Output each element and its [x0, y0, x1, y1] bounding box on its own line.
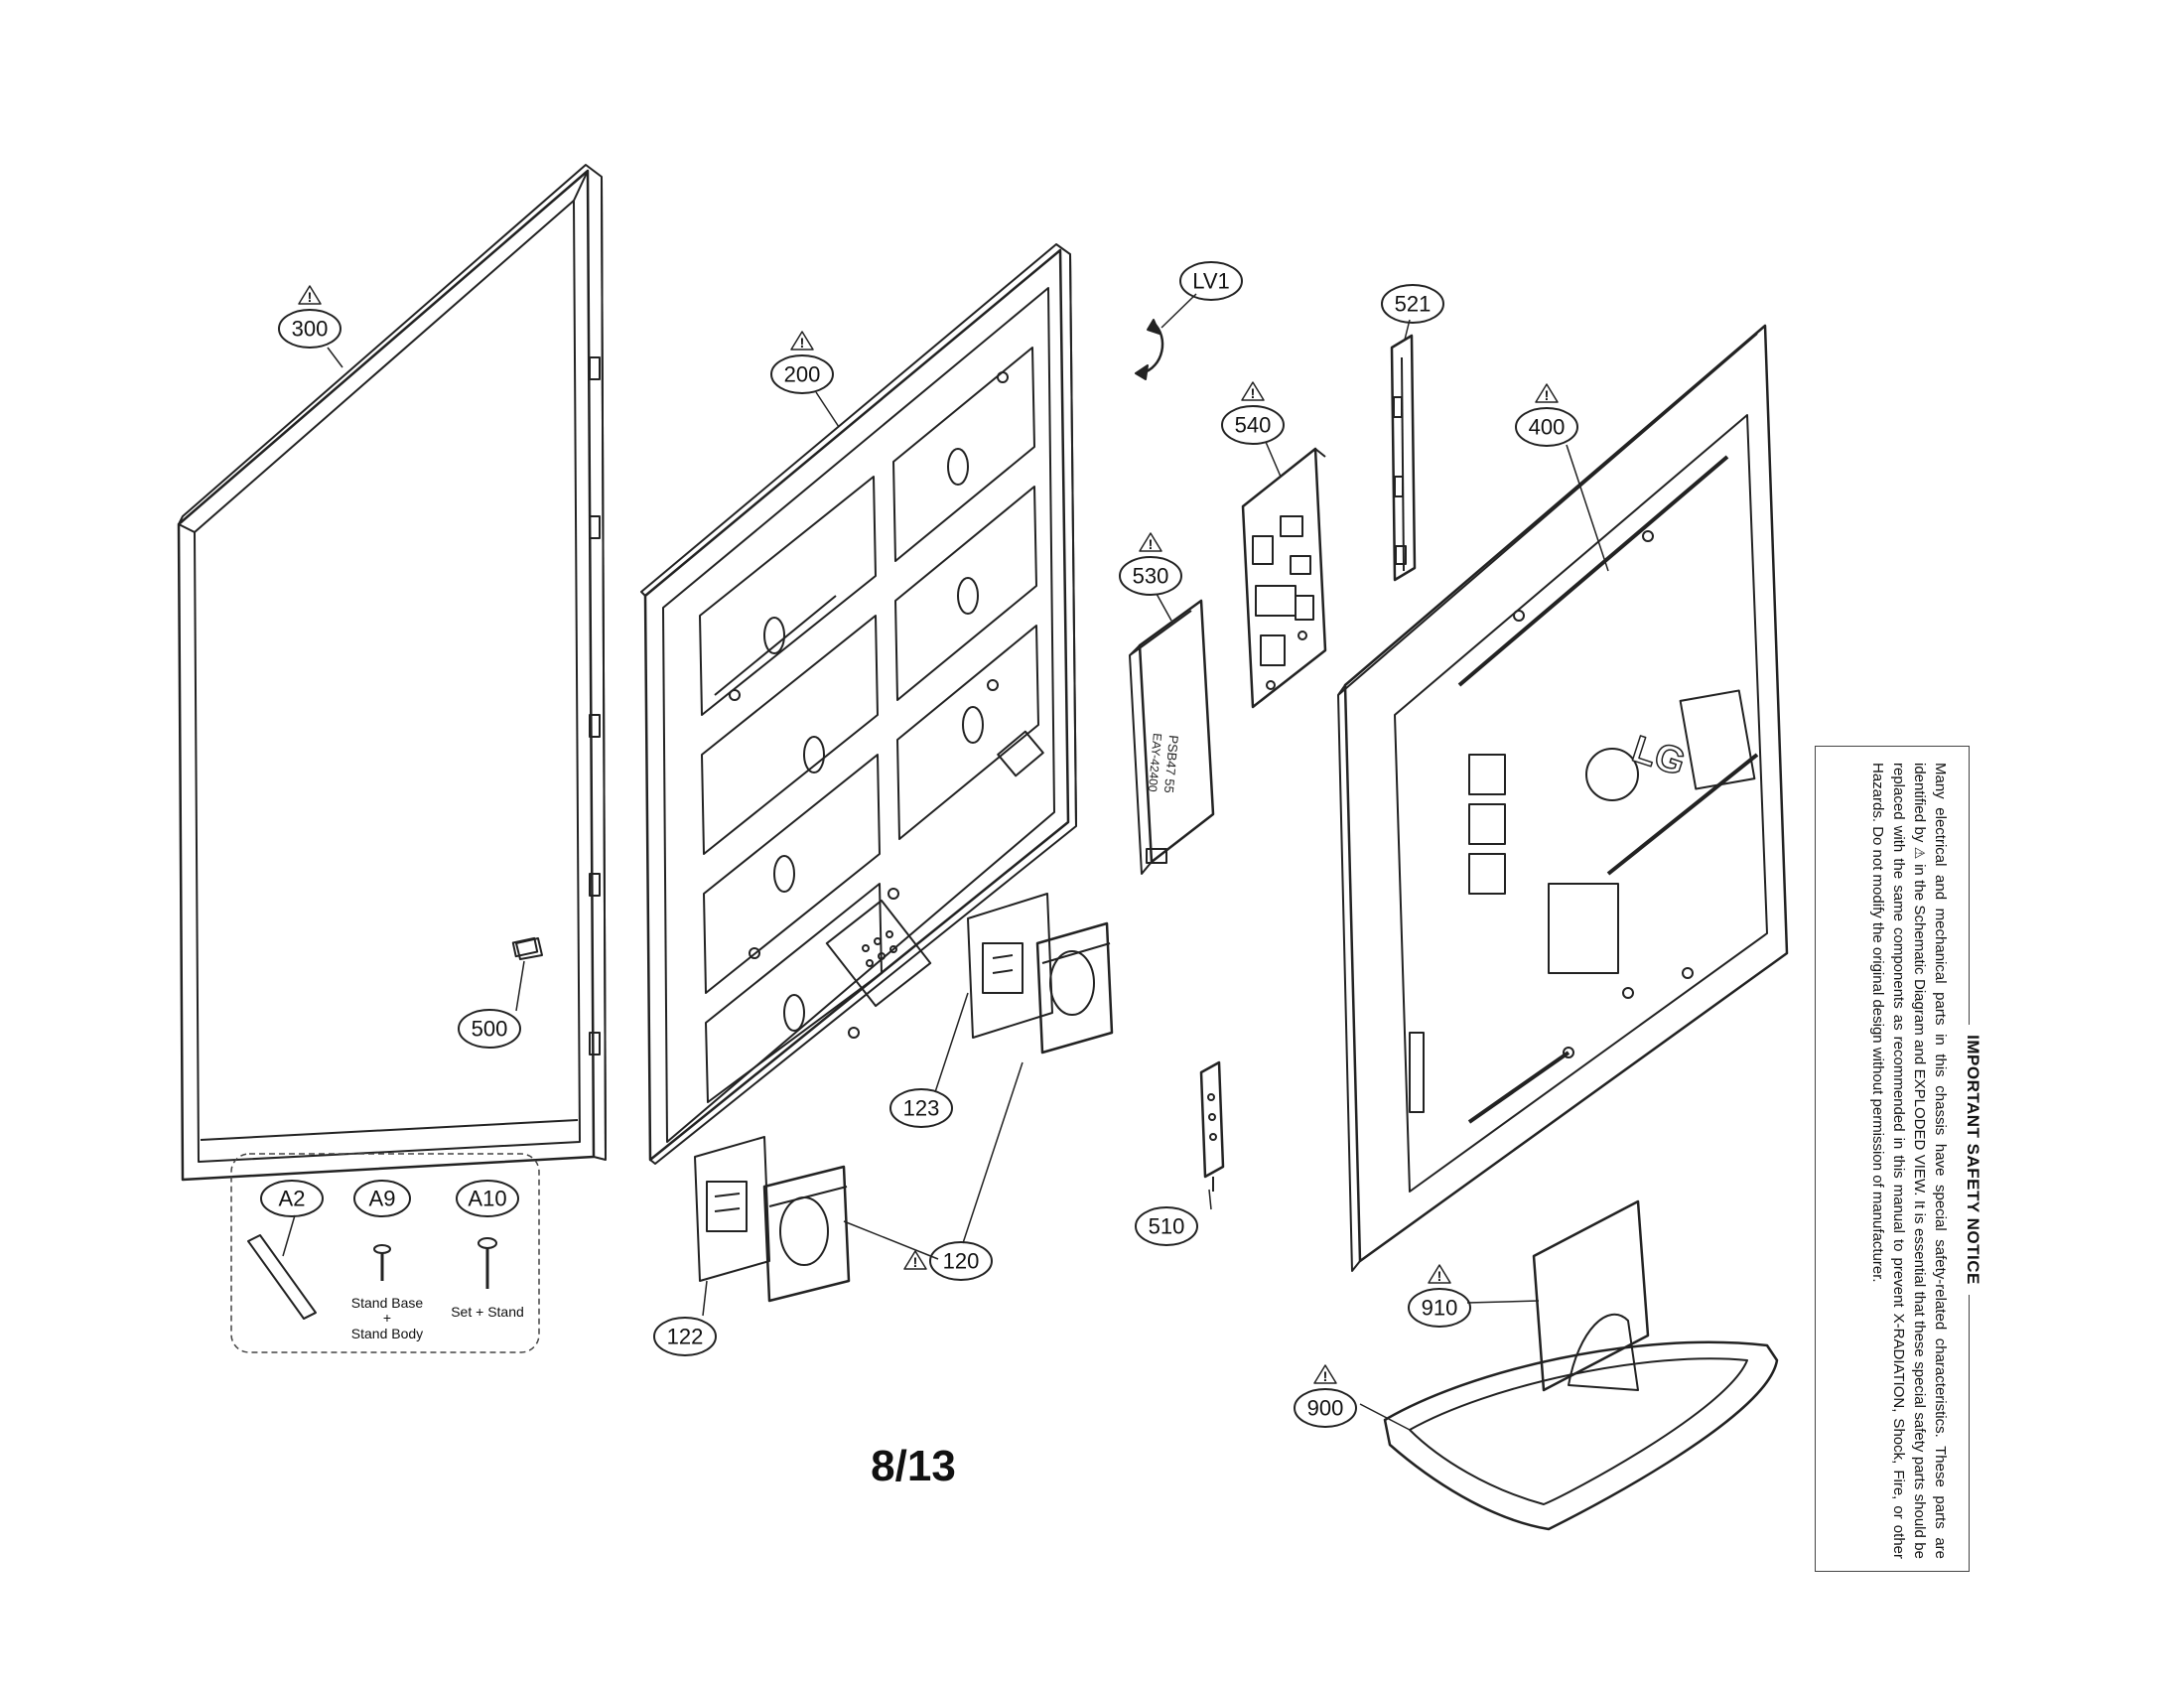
fastener-caption: Set + Stand — [451, 1304, 524, 1320]
a9-screw-drawing — [373, 1244, 391, 1281]
safety-notice-content: IMPORTANT SAFETY NOTICE Many electrical … — [1816, 747, 1982, 1573]
svg-text:!: ! — [1251, 385, 1256, 401]
part-label-lv1: LV1 — [1179, 261, 1243, 301]
part-label-910: 910 ! — [1408, 1264, 1471, 1328]
part-label-540: 540 ! — [1221, 381, 1285, 445]
lg-logo-text: LG — [1627, 729, 1690, 784]
stand-base-drawing — [1383, 1340, 1779, 1531]
jack-bracket-123-drawing — [967, 893, 1053, 1039]
part-label-120: 120 ! — [903, 1241, 993, 1281]
warning-triangle-icon — [298, 285, 322, 305]
part-label-900: 900 ! — [1294, 1364, 1357, 1428]
svg-text:!: ! — [308, 289, 313, 305]
part-label-400: 400 ! — [1515, 383, 1578, 447]
svg-text:530: 530 — [1133, 564, 1169, 589]
fastener-inset-box — [230, 1153, 540, 1353]
a10-screw-drawing — [478, 1237, 497, 1289]
part-label-200: 200 ! — [770, 331, 834, 394]
svg-text:910: 910 — [1422, 1296, 1458, 1321]
safety-notice-text: Many electrical and mechanical parts in … — [1869, 763, 1949, 1559]
fastener-caption: + — [383, 1310, 391, 1326]
leader-lines — [282, 293, 1609, 1431]
tcon-board-drawing — [1390, 334, 1417, 582]
part-label-500: 500 — [458, 1009, 521, 1049]
fastener-label-a10: A10 Set + Stand — [451, 1180, 524, 1320]
warning-triangle-icon — [903, 1250, 927, 1270]
ir-key-board-drawing — [1199, 1060, 1225, 1192]
safety-notice-title: IMPORTANT SAFETY NOTICE — [1963, 747, 1982, 1573]
part-label-123: 123 — [889, 1088, 953, 1128]
a2-part-drawing — [247, 1234, 317, 1320]
power-board-mark: PSB47 55 — [1161, 735, 1181, 794]
svg-text:540: 540 — [1235, 413, 1272, 438]
svg-text:A9: A9 — [369, 1187, 396, 1211]
part-label-521: 521 — [1381, 284, 1444, 324]
svg-text:!: ! — [1545, 387, 1550, 403]
speaker-left-drawing — [762, 1165, 851, 1303]
stand-body-drawing — [1532, 1199, 1650, 1392]
svg-text:300: 300 — [292, 317, 329, 342]
warning-triangle-icon — [1428, 1264, 1451, 1284]
svg-text:122: 122 — [667, 1325, 704, 1349]
svg-text:120: 120 — [943, 1249, 980, 1274]
warning-triangle-icon — [1241, 381, 1265, 401]
main-board-drawing — [1241, 447, 1327, 709]
lcd-module-drawing — [640, 243, 1077, 1165]
fastener-caption: Stand Body — [351, 1326, 423, 1341]
safety-notice-box: IMPORTANT SAFETY NOTICE Many electrical … — [1815, 746, 1982, 1573]
svg-text:A10: A10 — [468, 1187, 506, 1211]
svg-text:!: ! — [913, 1254, 918, 1270]
speaker-right-drawing — [1035, 921, 1114, 1055]
svg-text:521: 521 — [1395, 292, 1432, 317]
svg-text:123: 123 — [903, 1096, 940, 1121]
power-supply-board-drawing: PSB47 55 EAY-42400 — [1129, 599, 1215, 875]
front-bezel-frame-drawing — [177, 164, 607, 1182]
jack-bracket-122-drawing — [694, 1136, 770, 1282]
svg-text:!: ! — [1437, 1268, 1442, 1284]
fastener-caption: Stand Base — [351, 1295, 424, 1311]
warning-triangle-icon — [1313, 1364, 1337, 1384]
part-label-530: 530 ! — [1119, 532, 1182, 596]
svg-text:!: ! — [1149, 536, 1154, 552]
part-label-122: 122 — [653, 1317, 717, 1356]
fastener-label-a9: A9 Stand Base + Stand Body — [351, 1180, 424, 1341]
fastener-label-a2: A2 — [260, 1180, 324, 1217]
svg-text:A2: A2 — [279, 1187, 306, 1211]
svg-text:LV1: LV1 — [1192, 269, 1230, 294]
back-cover-drawing: LG — [1337, 324, 1789, 1272]
warning-triangle-icon — [1535, 383, 1559, 403]
part-label-300: 300 ! — [278, 285, 341, 349]
warning-triangle-icon — [1139, 532, 1162, 552]
svg-text:!: ! — [800, 335, 805, 351]
page-number: 8/13 — [871, 1442, 956, 1490]
warning-triangle-icon: ⚠ — [1912, 846, 1928, 860]
power-board-model-mark: EAY-42400 — [1146, 733, 1164, 793]
svg-text:900: 900 — [1307, 1396, 1344, 1421]
svg-text:500: 500 — [472, 1017, 508, 1042]
svg-text:400: 400 — [1529, 415, 1566, 440]
svg-text:200: 200 — [784, 362, 821, 387]
clip-500-drawing — [515, 937, 543, 960]
lv1-rotation-arrow — [1135, 319, 1164, 380]
svg-text:510: 510 — [1149, 1214, 1185, 1239]
svg-text:!: ! — [1323, 1368, 1328, 1384]
warning-triangle-icon — [790, 331, 814, 351]
part-label-510: 510 — [1135, 1206, 1198, 1246]
